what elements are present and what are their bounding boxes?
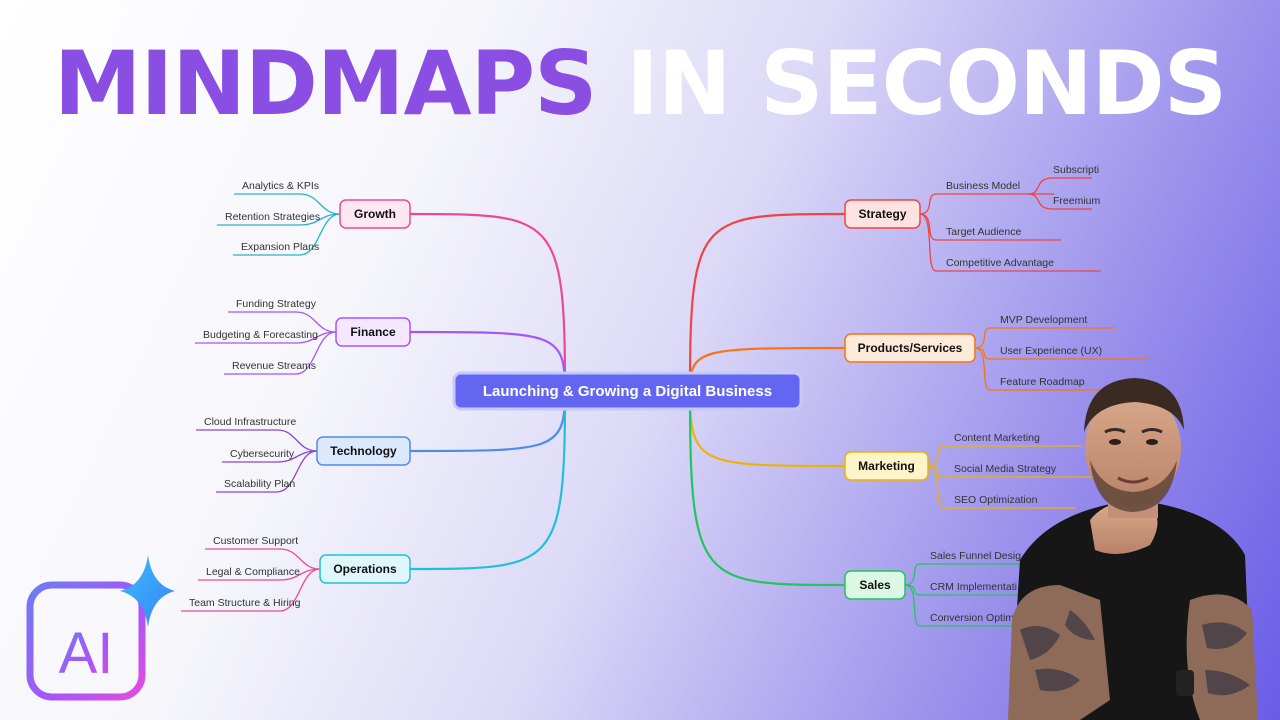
branch-node-label: Strategy: [858, 207, 906, 221]
branch-node-label: Products/Services: [858, 341, 963, 355]
child-connector: [904, 584, 1052, 596]
child-node-label[interactable]: Revenue Streams: [232, 360, 316, 372]
grandchild-node-label[interactable]: Freemium: [1053, 195, 1101, 207]
child-node-label[interactable]: User Experience (UX): [1000, 345, 1102, 357]
child-connector: [198, 568, 321, 581]
child-connector: [195, 331, 337, 344]
child-node-label[interactable]: Content Marketing: [954, 432, 1040, 444]
child-connector: [228, 311, 337, 333]
ai-badge-icon: AI: [26, 555, 175, 701]
child-connector: [919, 193, 1055, 215]
child-node-label[interactable]: Retention Strategies: [225, 211, 320, 223]
child-node-label[interactable]: Business Model: [946, 180, 1020, 192]
branch-node-label: Operations: [333, 562, 397, 576]
branch-node-technology[interactable]: Technology: [316, 436, 411, 466]
child-connector: [216, 450, 318, 493]
grandchild-node-label[interactable]: Subscripti: [1053, 164, 1099, 176]
child-node-label[interactable]: Budgeting & Forecasting: [203, 329, 318, 341]
child-node-label[interactable]: MVP Development: [1000, 314, 1087, 326]
branch-node-marketing[interactable]: Marketing: [844, 451, 929, 481]
presenter-photo: [1008, 378, 1258, 720]
child-node-label[interactable]: Legal & Compliance: [206, 566, 300, 578]
child-connector: [904, 563, 1065, 586]
page-title: MINDMAPS IN SECONDS: [0, 40, 1280, 128]
child-connector: [222, 450, 318, 463]
title-part-2: IN SECONDS: [626, 32, 1227, 135]
connector-strategy: [688, 212, 846, 392]
child-node-label[interactable]: SEO Optimization: [954, 494, 1038, 506]
child-connector: [904, 584, 1052, 627]
child-connector: [927, 465, 1109, 478]
child-node-label[interactable]: Social Media Strategy: [954, 463, 1057, 475]
child-connector: [196, 429, 318, 452]
child-node-label[interactable]: Cloud Infrastructure: [204, 416, 296, 428]
child-connector: [233, 213, 341, 256]
child-node-label[interactable]: Sales Funnel Desig: [930, 550, 1021, 562]
child-node-label[interactable]: Conversion Optim: [930, 612, 1014, 624]
child-connector: [974, 347, 1115, 391]
child-node-label[interactable]: Cybersecurity: [230, 448, 295, 460]
child-connector: [927, 445, 1083, 467]
connector-growth: [409, 212, 567, 392]
child-connector: [224, 331, 337, 375]
grandchild-connector: [1027, 177, 1092, 195]
child-node-label[interactable]: Analytics & KPIs: [242, 180, 319, 192]
branch-node-label: Finance: [350, 325, 396, 339]
child-node-label[interactable]: Team Structure & Hiring: [189, 597, 301, 609]
center-node-label: Launching & Growing a Digital Business: [483, 383, 772, 400]
branch-node-label: Technology: [330, 444, 397, 458]
branch-node-label: Marketing: [858, 459, 915, 473]
child-connector: [217, 213, 341, 226]
child-connector: [974, 327, 1115, 349]
child-node-label[interactable]: Feature Roadmap: [1000, 376, 1085, 388]
child-connector: [927, 465, 1076, 509]
child-node-label[interactable]: Customer Support: [213, 535, 298, 547]
connector-sales: [688, 390, 846, 587]
grandchild-connector: [1027, 193, 1092, 210]
child-node-label[interactable]: Expansion Plans: [241, 241, 319, 253]
branch-node-growth[interactable]: Growth: [339, 199, 411, 229]
child-connector: [919, 213, 1101, 272]
branch-node-sales[interactable]: Sales: [844, 570, 906, 600]
child-connector: [181, 568, 321, 612]
child-connector: [205, 548, 321, 570]
ai-badge-label: AI: [59, 621, 114, 686]
branch-node-label: Sales: [859, 578, 891, 592]
connector-operations: [409, 390, 567, 571]
child-connector: [974, 347, 1148, 360]
branch-node-operations[interactable]: Operations: [319, 554, 411, 584]
branch-node-products[interactable]: Products/Services: [844, 333, 976, 363]
child-node-label[interactable]: Funding Strategy: [236, 298, 317, 310]
child-node-label[interactable]: Competitive Advantage: [946, 257, 1054, 269]
title-part-1: MINDMAPS: [53, 32, 598, 135]
branch-node-finance[interactable]: Finance: [335, 317, 411, 347]
child-node-label[interactable]: Target Audience: [946, 226, 1021, 238]
child-connector: [234, 193, 341, 215]
child-node-label[interactable]: Scalability Plan: [224, 478, 295, 490]
branch-node-strategy[interactable]: Strategy: [844, 199, 921, 229]
child-node-label[interactable]: CRM Implementati: [930, 581, 1017, 593]
center-node[interactable]: Launching & Growing a Digital Business: [452, 371, 803, 411]
branch-node-label: Growth: [354, 207, 396, 221]
